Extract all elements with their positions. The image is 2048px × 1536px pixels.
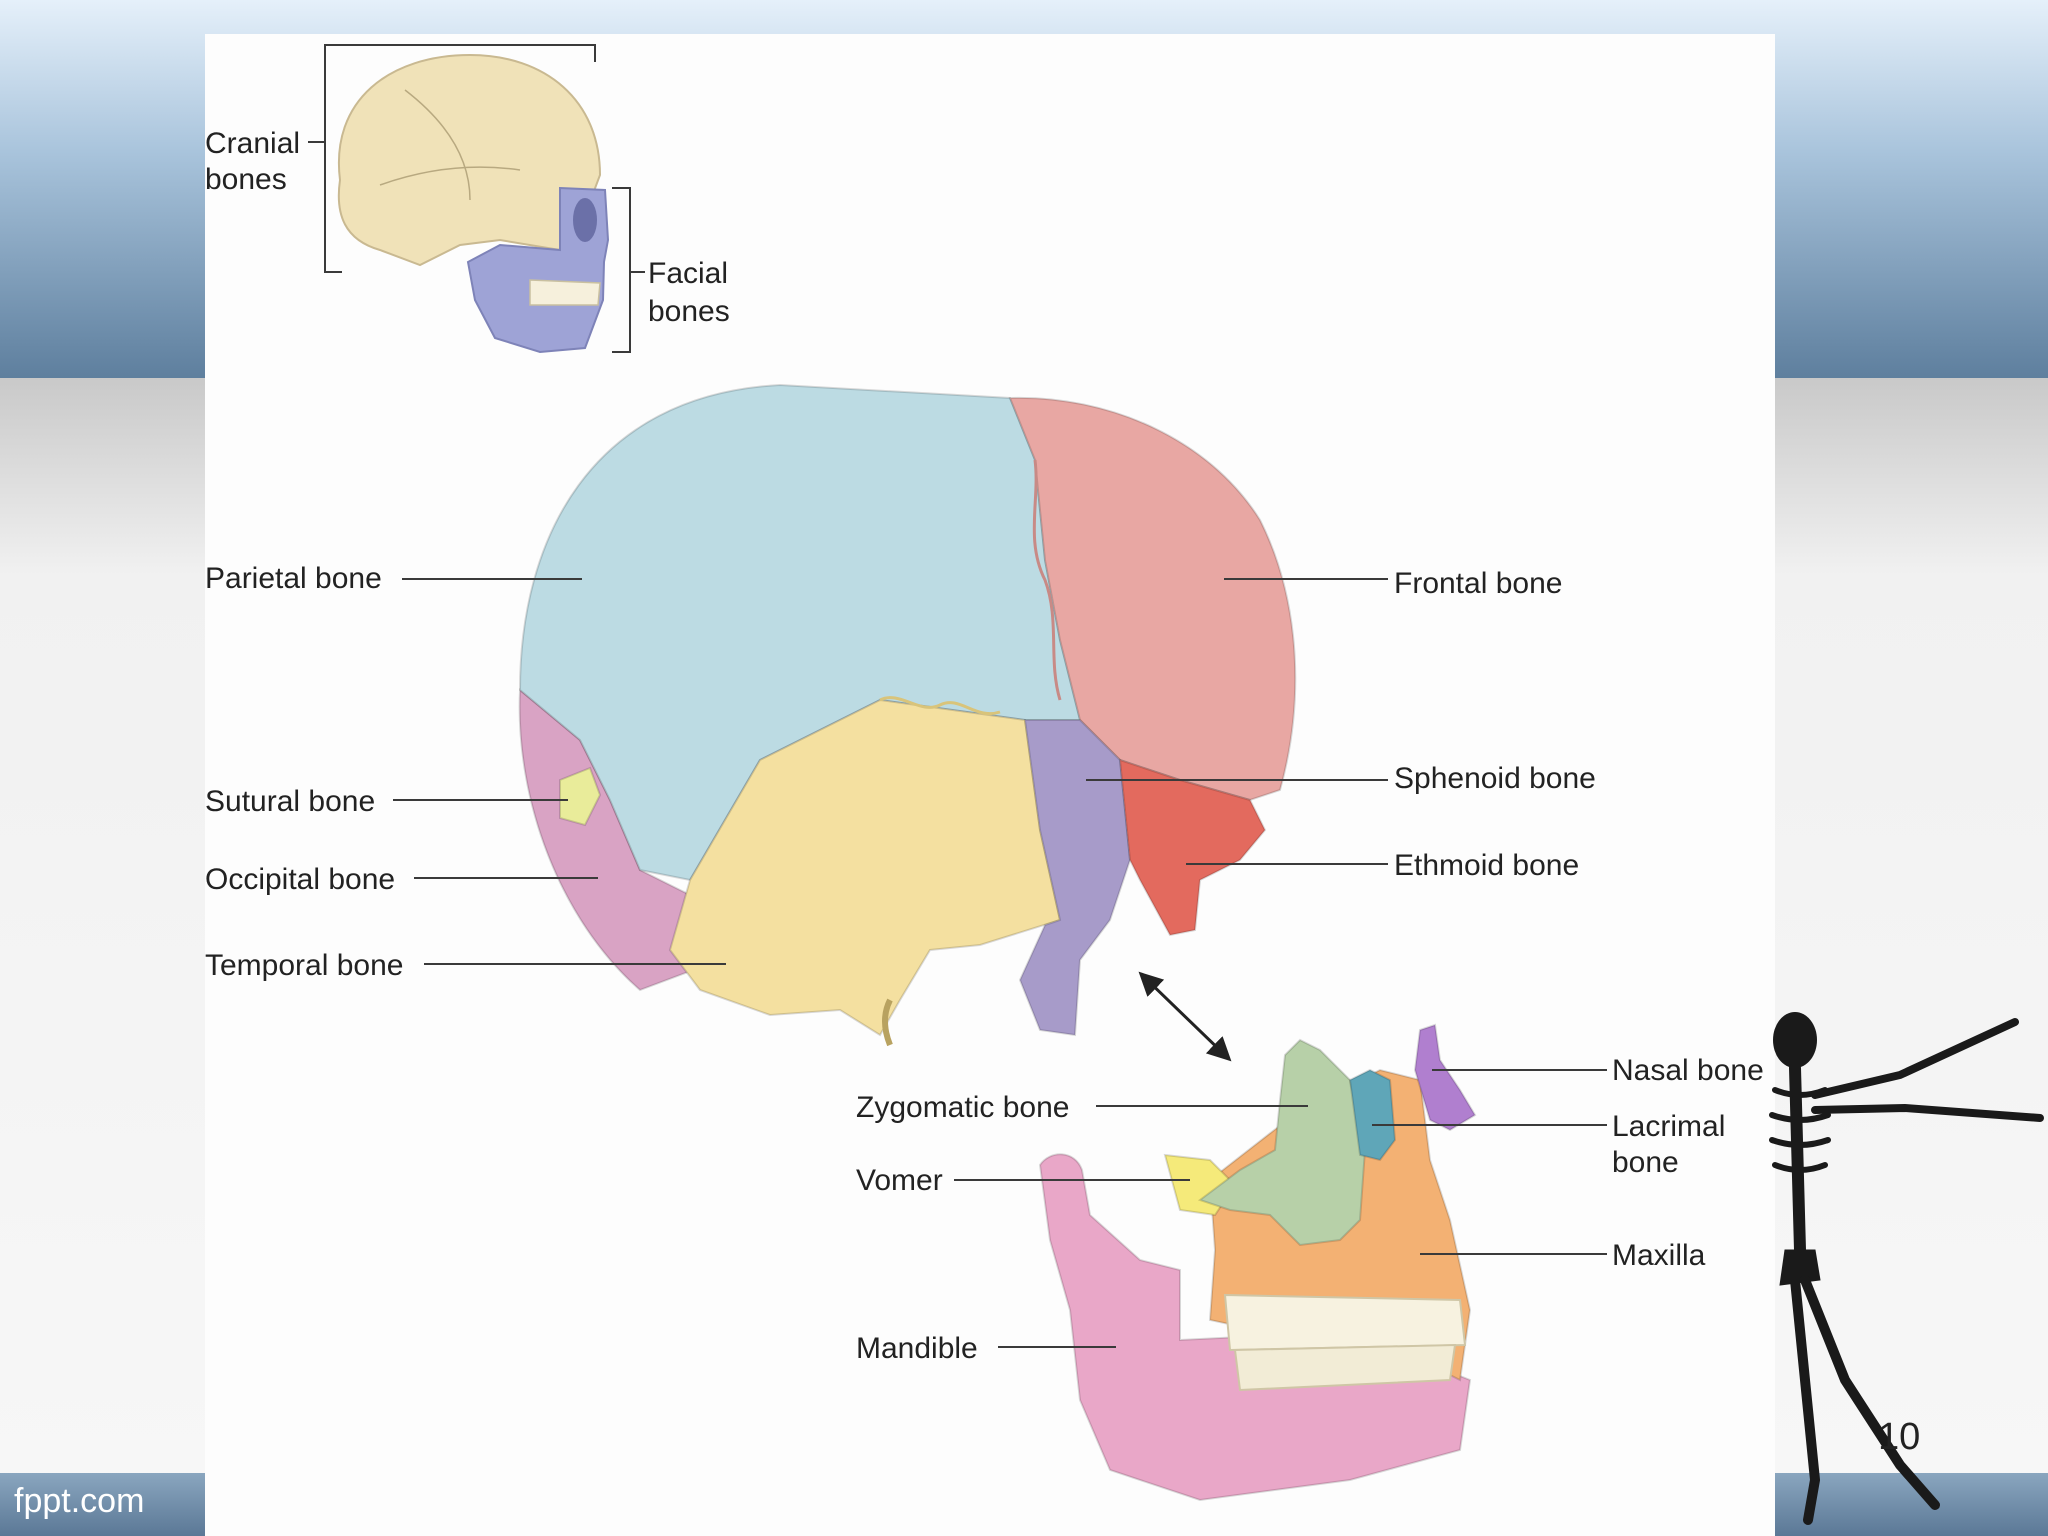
upper-teeth: [1223, 1293, 1467, 1352]
cranium: [518, 383, 1297, 1047]
lower-teeth: [1233, 1343, 1457, 1392]
cranial-bones-label-1: Cranial: [205, 127, 300, 160]
inset-cranium: [337, 53, 602, 267]
skeleton-illustration: [1769, 1012, 2044, 1525]
zygomatic-bone-label: Zygomatic bone: [856, 1091, 1069, 1124]
frontal-region: [1008, 396, 1297, 802]
occipital-bone-label: Occipital bone: [205, 863, 395, 896]
lacrimal-bone-label-2: bone: [1612, 1146, 1679, 1179]
lacrimal-bone-label-1: Lacrimal: [1612, 1110, 1725, 1143]
vomer-label: Vomer: [856, 1164, 943, 1197]
maxilla-label: Maxilla: [1612, 1239, 1706, 1272]
parietal-bone-label: Parietal bone: [205, 562, 382, 595]
ethmoid-region: [1118, 758, 1267, 937]
sutural-bone: [559, 766, 602, 827]
mandible-region: [1038, 1153, 1472, 1502]
facial-bones-label-1: Facial: [648, 257, 728, 290]
sutural-bone-label: Sutural bone: [205, 785, 375, 818]
facial-bracket: [612, 187, 631, 353]
footer-text: fppt.com: [14, 1482, 145, 1520]
facial-skeleton: [1038, 1023, 1477, 1502]
mandible-label: Mandible: [856, 1332, 978, 1365]
zygomatic-region: [1197, 1038, 1367, 1247]
frontal-bone-label: Frontal bone: [1394, 567, 1562, 600]
lacrimal-region: [1348, 1068, 1397, 1162]
articulation-arrow: [1138, 971, 1232, 1062]
temporal-bone-label: Temporal bone: [205, 949, 403, 982]
page-number: 10: [1878, 1416, 1921, 1458]
ethmoid-bone-label: Ethmoid bone: [1394, 849, 1579, 882]
sphenoid-bone-label: Sphenoid bone: [1394, 762, 1596, 795]
nasal-bone-label: Nasal bone: [1612, 1054, 1764, 1087]
nasal-region: [1413, 1023, 1477, 1132]
cranial-bracket: [324, 44, 596, 273]
inset-skull: [337, 53, 610, 354]
inset-face: [466, 186, 610, 354]
facial-bones-label-2: bones: [648, 295, 730, 328]
cranial-bones-label-2: bones: [205, 163, 287, 196]
